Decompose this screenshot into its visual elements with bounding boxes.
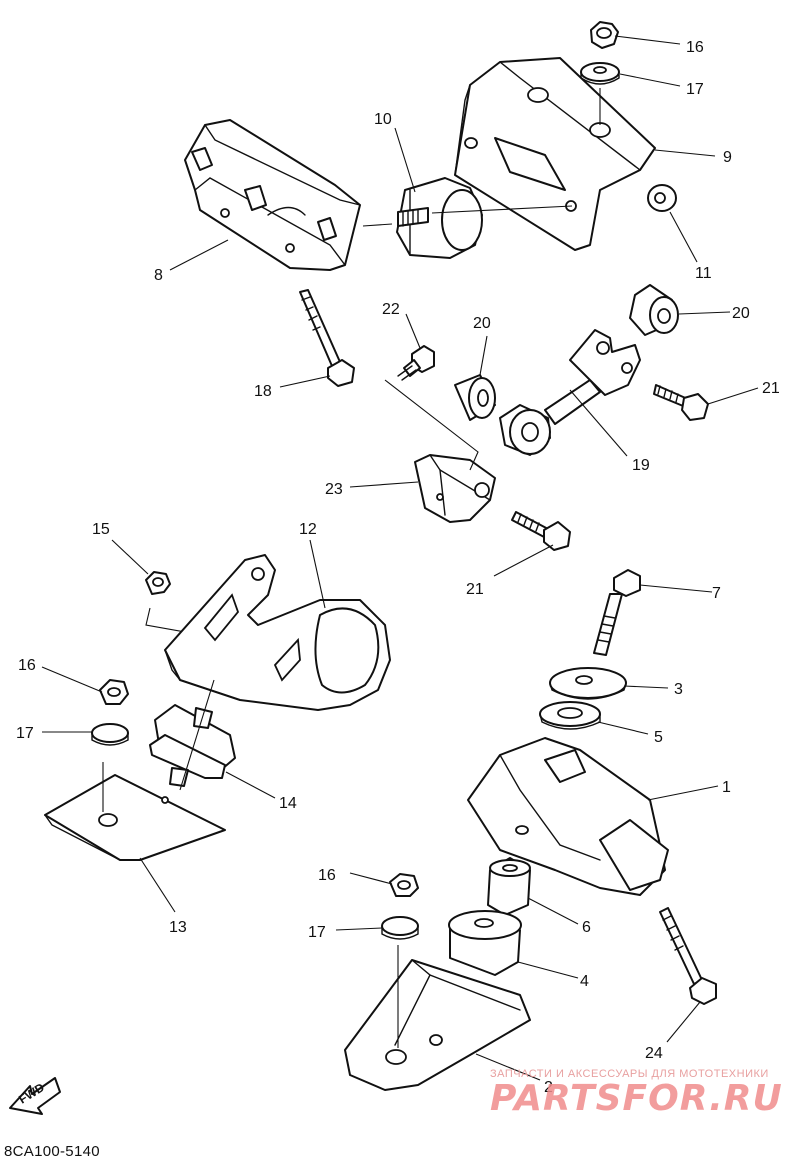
bracket-part-12	[164, 554, 391, 711]
callout-6: 6	[582, 919, 591, 936]
callout-4: 4	[580, 973, 589, 990]
callout-21-lower: 21	[466, 581, 484, 598]
link-rod-part-19	[499, 329, 641, 456]
callout-11: 11	[695, 265, 712, 282]
washer-part-17-top	[580, 62, 620, 85]
watermark-brand: PARTSFOR.RU	[490, 1078, 783, 1119]
callout-13: 13	[169, 919, 187, 936]
bracket-part-2	[344, 959, 531, 1091]
callout-7: 7	[712, 585, 721, 602]
bracket-part-1	[467, 737, 669, 896]
callout-3: 3	[674, 681, 683, 698]
nut-part-15	[145, 571, 171, 595]
nut-part-16-bottom	[389, 873, 419, 897]
callout-22: 22	[382, 301, 400, 318]
callout-16-bottom: 16	[318, 867, 336, 884]
bush-part-6	[487, 857, 531, 916]
callout-5: 5	[654, 729, 663, 746]
bolt-part-21-upper	[653, 384, 709, 421]
washer-part-17-bottom	[381, 916, 419, 940]
collar-part-5	[539, 701, 601, 730]
bush-part-11	[647, 184, 677, 212]
callout-23: 23	[325, 481, 343, 498]
bracket-part-23	[414, 454, 496, 523]
bracket-part-13	[44, 774, 226, 861]
bolt-part-22	[397, 345, 435, 381]
callout-9: 9	[723, 149, 732, 166]
bracket-part-8	[184, 119, 361, 271]
watermark-tagline: ЗАПЧАСТИ И АКСЕССУАРЫ ДЛЯ МОТОТЕХНИКИ	[490, 1068, 769, 1080]
forward-direction-arrow: FWD	[9, 1077, 61, 1115]
catalog-code: 8CA100-5140	[4, 1143, 100, 1160]
rubber-mount-part-10	[396, 177, 483, 259]
bolt-part-18	[299, 289, 355, 387]
callout-19: 19	[632, 457, 650, 474]
washer-part-17-left	[91, 723, 129, 746]
nut-part-16-left	[99, 679, 129, 705]
callout-15: 15	[92, 521, 110, 538]
callout-numbers: 16 17 9 10 11 8 20 20 22 18 21 19 23 21 …	[16, 39, 780, 1096]
callout-14: 14	[279, 795, 297, 812]
spacer-part-4	[448, 910, 522, 976]
callout-leaders	[41, 35, 759, 1081]
washer-part-3	[549, 667, 627, 700]
callout-16-left: 16	[18, 657, 36, 674]
callout-12: 12	[299, 521, 317, 538]
callout-8: 8	[154, 267, 163, 284]
callout-16-top: 16	[686, 39, 704, 56]
bolt-part-7	[593, 569, 641, 656]
callout-17-left: 17	[16, 725, 34, 742]
callout-20-a: 20	[473, 315, 491, 332]
callout-1: 1	[722, 779, 731, 796]
callout-20-b: 20	[732, 305, 750, 322]
bush-part-20-b	[629, 284, 679, 336]
callout-17-bottom: 17	[308, 924, 326, 941]
bush-part-20-a	[454, 374, 496, 421]
callout-21-upper: 21	[762, 380, 780, 397]
bracket-part-9	[454, 57, 656, 251]
rubber-mount-part-14	[149, 704, 236, 787]
callout-10: 10	[374, 111, 392, 128]
callout-18: 18	[254, 383, 272, 400]
callout-2: 2	[544, 1079, 553, 1096]
bolt-part-21-lower	[511, 511, 571, 551]
bolt-part-24	[659, 907, 717, 1005]
nut-part-16-top	[590, 21, 619, 49]
callout-24: 24	[645, 1045, 663, 1062]
callout-17-top: 17	[686, 81, 704, 98]
